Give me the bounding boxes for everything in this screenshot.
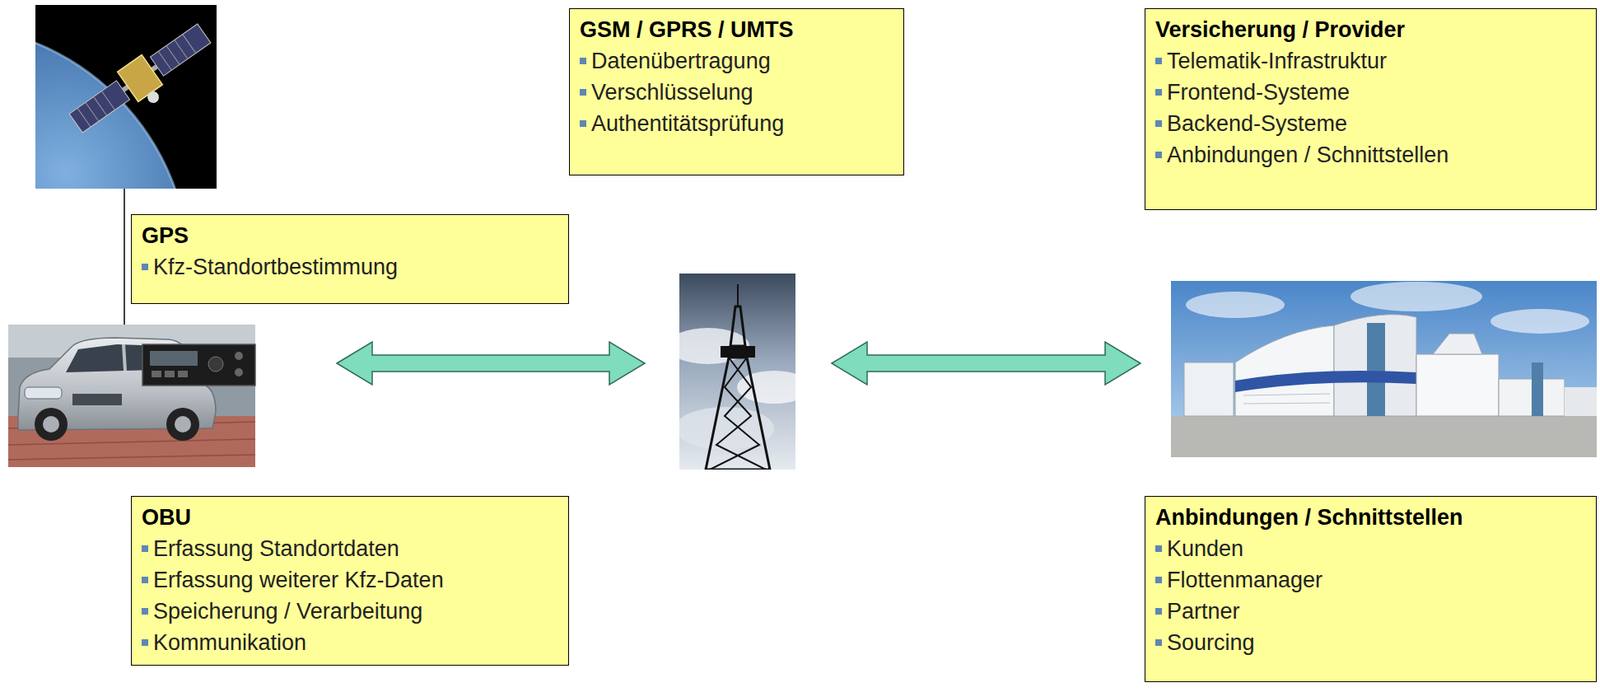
double-arrow xyxy=(336,341,645,385)
satellite-link-line xyxy=(123,188,126,327)
bullet-item: Partner xyxy=(1155,595,1587,627)
bullet-item: Authentitätsprüfung xyxy=(579,107,894,140)
box-heading: GSM / GPRS / UMTS xyxy=(579,13,894,46)
info-box: Versicherung / ProviderTelematik-Infrast… xyxy=(1144,8,1597,210)
bullet-item: Frontend-Systeme xyxy=(1155,76,1587,108)
box-heading: Versicherung / Provider xyxy=(1155,13,1587,46)
bullet-item: Backend-Systeme xyxy=(1155,107,1587,140)
info-box: Anbindungen / SchnittstellenKundenFlotte… xyxy=(1144,495,1597,682)
bullet-item: Kfz-Standortbestimmung xyxy=(141,251,559,283)
bullet-item: Kunden xyxy=(1155,532,1587,565)
double-arrow xyxy=(831,341,1141,385)
bullet-item: Sourcing xyxy=(1155,626,1587,658)
bullet-item: Anbindungen / Schnittstellen xyxy=(1155,139,1587,171)
info-box: OBUErfassung StandortdatenErfassung weit… xyxy=(130,495,570,666)
bullet-item: Verschlüsselung xyxy=(579,76,894,108)
bullet-item: Flottenmanager xyxy=(1155,564,1587,596)
box-heading: GPS xyxy=(141,219,559,252)
box-heading: Anbindungen / Schnittstellen xyxy=(1155,501,1587,533)
bullet-item: Speicherung / Verarbeitung xyxy=(141,595,559,627)
company-building-picture xyxy=(1170,280,1597,458)
radio-tower-picture xyxy=(679,273,796,470)
info-box: GSM / GPRS / UMTSDatenübertragungVerschl… xyxy=(569,8,905,176)
bullet-item: Erfassung Standortdaten xyxy=(141,532,559,565)
satellite-picture xyxy=(35,4,217,189)
box-heading: OBU xyxy=(141,501,559,533)
bullet-item: Telematik-Infrastruktur xyxy=(1155,45,1587,77)
bullet-item: Erfassung weiterer Kfz-Daten xyxy=(141,564,559,596)
bullet-item: Kommunikation xyxy=(141,626,559,658)
bullet-item: Datenübertragung xyxy=(579,45,894,77)
info-box: GPSKfz-Standortbestimmung xyxy=(130,214,570,304)
car-picture xyxy=(8,324,256,467)
